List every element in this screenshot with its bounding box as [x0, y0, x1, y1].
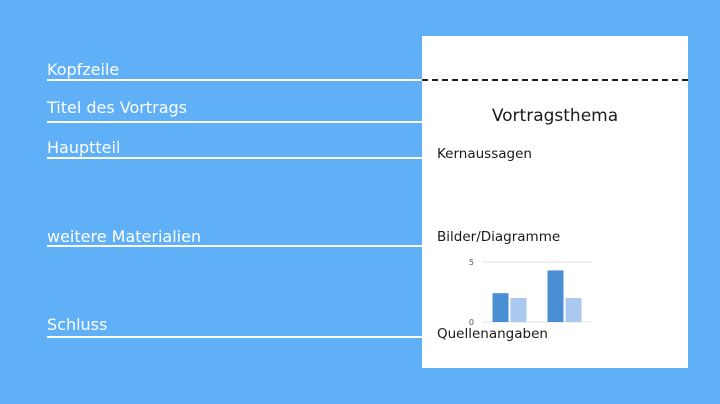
sheet-sources: Quellenangaben: [437, 326, 548, 342]
sheet-topic: Vortragsthema: [491, 106, 619, 126]
connector-line-materialien: [47, 245, 422, 247]
header-divider: [422, 79, 688, 81]
label-hauptteil: Hauptteil: [47, 138, 121, 157]
chart-bar: [510, 298, 527, 322]
connector-line-hauptteil: [47, 157, 422, 159]
label-schluss: Schluss: [47, 315, 108, 334]
mini-bar-chart: 05: [469, 258, 592, 327]
sheet-key-points: Kernaussagen: [437, 146, 532, 162]
connector-line-titel: [47, 121, 422, 123]
chart-y-tick-label: 5: [469, 258, 474, 267]
label-materialien: weitere Materialien: [47, 227, 202, 246]
chart-bar: [565, 298, 582, 322]
label-kopfzeile: Kopfzeile: [47, 60, 120, 79]
connector-line-kopfzeile: [47, 79, 422, 81]
sheet-images: Bilder/Diagramme: [437, 229, 561, 245]
connector-line-schluss: [47, 336, 422, 338]
label-titel: Titel des Vortrags: [47, 98, 188, 117]
chart-bar: [547, 270, 564, 322]
presentation-sheet: Vortragsthema Kernaussagen Bilder/Diagra…: [422, 36, 688, 368]
chart-y-tick-label: 0: [469, 318, 474, 327]
chart-bar: [492, 293, 509, 322]
